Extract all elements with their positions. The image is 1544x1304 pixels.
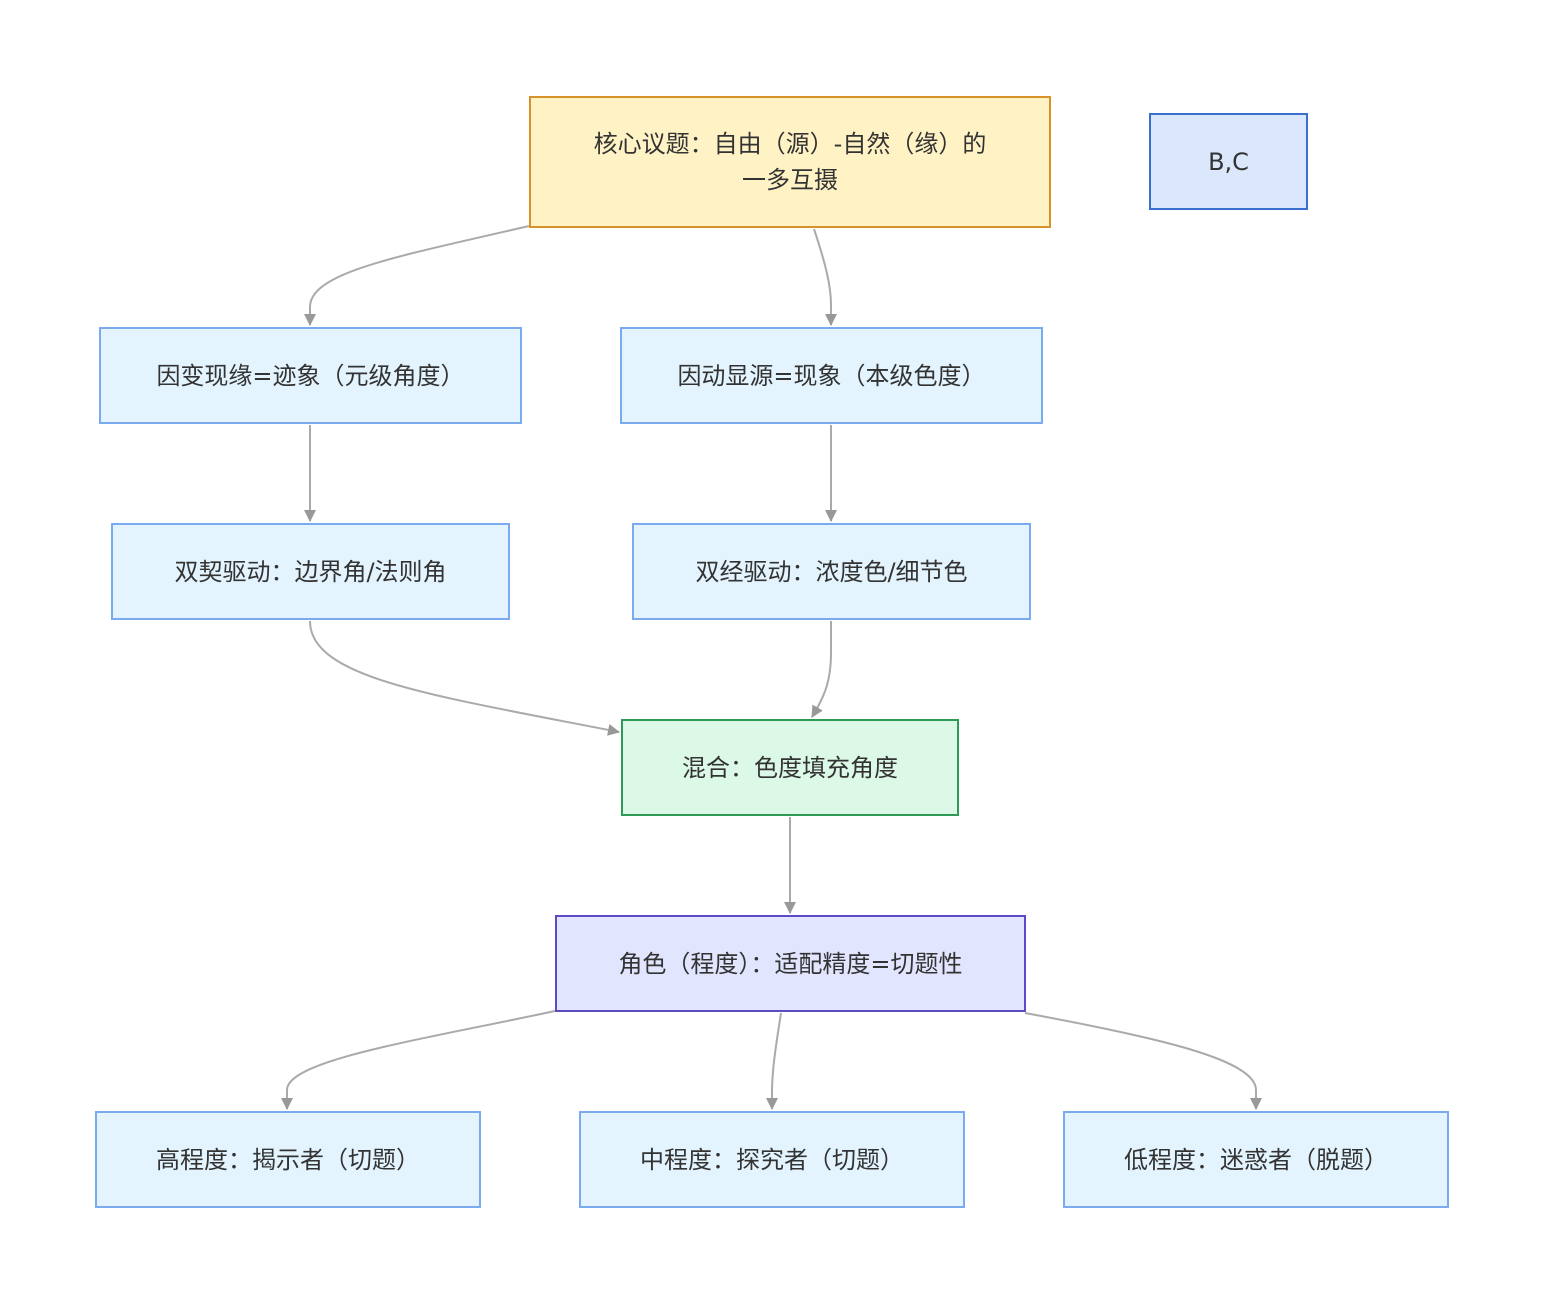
low-degree-label: 低程度：迷惑者（脱题） bbox=[1124, 1145, 1388, 1174]
mid-degree-node: 中程度：探究者（切题） bbox=[579, 1111, 965, 1208]
edge-role-high bbox=[281, 1010, 556, 1110]
phenomenon-chroma-node: 因动显源=现象（本级色度） bbox=[620, 327, 1043, 424]
high-degree-label: 高程度：揭示者（切题） bbox=[156, 1145, 420, 1174]
trace-angle-node: 因变现缘=迹象（元级角度） bbox=[99, 327, 522, 424]
edge-left2-mix bbox=[309, 620, 620, 736]
bc-node: B,C bbox=[1149, 113, 1308, 210]
edge-role-low bbox=[1024, 1012, 1262, 1110]
high-degree-node: 高程度：揭示者（切题） bbox=[95, 1111, 481, 1208]
mix-label: 混合：色度填充角度 bbox=[682, 753, 898, 782]
edge-role-mid bbox=[766, 1012, 782, 1110]
dual-warp-label: 双经驱动：浓度色/细节色 bbox=[695, 557, 968, 586]
mid-degree-label: 中程度：探究者（切题） bbox=[640, 1145, 904, 1174]
bc-label: B,C bbox=[1208, 147, 1249, 176]
low-degree-node: 低程度：迷惑者（脱题） bbox=[1063, 1111, 1449, 1208]
phenomenon-chroma-label: 因动显源=现象（本级色度） bbox=[677, 361, 986, 390]
edge-core-left1 bbox=[304, 225, 530, 326]
mix-node: 混合：色度填充角度 bbox=[621, 719, 959, 816]
role-degree-node: 角色（程度）：适配精度=切题性 bbox=[555, 915, 1026, 1012]
role-degree-label: 角色（程度）：适配精度=切题性 bbox=[618, 949, 963, 978]
edge-core-right1 bbox=[813, 228, 837, 326]
dual-contract-node: 双契驱动：边界角/法则角 bbox=[111, 523, 510, 620]
dual-warp-node: 双经驱动：浓度色/细节色 bbox=[632, 523, 1031, 620]
edge-right2-mix bbox=[811, 621, 832, 718]
trace-angle-label: 因变现缘=迹象（元级角度） bbox=[156, 361, 465, 390]
core-issue-label: 核心议题：自由（源）-自然（缘）的一多互摄 bbox=[593, 130, 987, 194]
core-issue-node: 核心议题：自由（源）-自然（缘）的一多互摄 bbox=[529, 96, 1051, 228]
dual-contract-label: 双契驱动：边界角/法则角 bbox=[174, 557, 447, 586]
